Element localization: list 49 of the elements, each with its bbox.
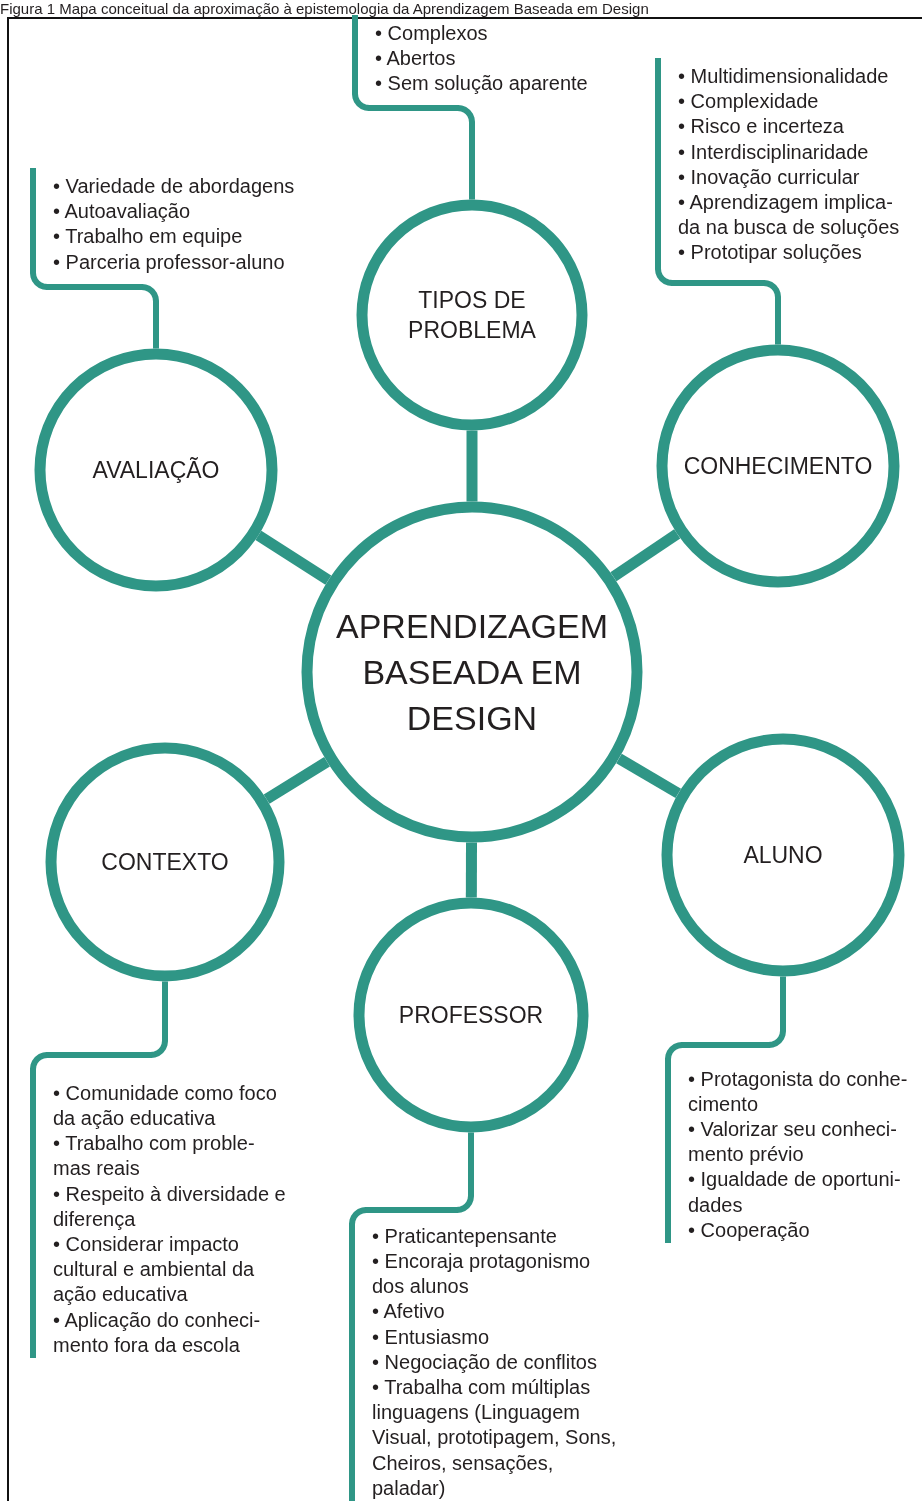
bullet-item: • Risco e incerteza: [678, 114, 844, 140]
bullet-item: • Trabalho com proble- mas reais: [53, 1131, 256, 1182]
bullet-item: • Aprendizagem implica- da na busca de soluções: [678, 190, 901, 241]
bullet-item: • Entusiasmo: [372, 1324, 490, 1350]
bullet-item: • Variedade de abordagens: [53, 174, 295, 199]
concept-label: PROFESSOR: [397, 1001, 545, 1030]
bullet-item: • Praticantepensante: [372, 1223, 557, 1249]
bullet-item: • Comunidade como foco da ação educativa: [53, 1080, 278, 1131]
bullet-item: • Igualdade de oportuni- dades: [688, 1167, 902, 1218]
bullet-item: • Prototipar soluções: [678, 240, 862, 266]
connector-line: [610, 529, 681, 582]
bullet-item: • Multidimensionalidade: [678, 64, 889, 89]
bullet-item: • Autoavaliação: [53, 199, 191, 225]
connector-line: [616, 753, 682, 799]
leader-line: [352, 15, 475, 200]
bullet-item: • Complexos: [375, 21, 488, 46]
concept-label: AVALIAÇÃO: [91, 456, 221, 485]
bullet-item: • Afetivo: [372, 1299, 445, 1325]
concept-label: ALUNO: [742, 841, 824, 870]
connector-line: [263, 757, 330, 804]
bullet-item: • Abertos: [375, 46, 456, 72]
bullet-item: • Cooperação: [688, 1217, 810, 1243]
bullet-item: • Valorizar seu conheci- mento prévio: [688, 1117, 898, 1168]
bullet-item: • Sem solução aparente: [375, 71, 588, 97]
bullet-item: • Inovação curricular: [678, 164, 860, 190]
leader-line: [30, 168, 159, 349]
bullet-item: • Interdisciplinaridade: [678, 139, 869, 165]
bullet-item: • Considerar impacto cultural e ambiental da ação educativa: [53, 1232, 256, 1308]
concept-label: TIPOS DE PROBLEMA: [407, 286, 537, 345]
bullet-item: • Trabalho em equipe: [53, 224, 243, 250]
figure-title: Figura 1 Mapa conceitual da aproximação à epistemologia da Aprendizagem Baseada em Design: [0, 0, 649, 17]
connector-line: [255, 530, 332, 585]
connector-line: [466, 430, 478, 502]
central-concept-label: APRENDIZAGEM BASEADA EM DESIGN: [334, 606, 609, 739]
bullet-item: • Respeito à diversidade e diferença: [53, 1181, 287, 1232]
leader-line: [30, 981, 168, 1358]
bullet-item: • Protagonista do conhe- cimento: [688, 1066, 909, 1117]
leader-line: [665, 976, 786, 1243]
bullet-item: • Aplicação do conheci- mento fora da escola: [53, 1307, 262, 1358]
bullet-item: • Complexidade: [678, 89, 819, 115]
bullet-item: • Parceria professor-aluno: [53, 249, 285, 275]
connector-line: [465, 842, 477, 898]
concept-label: CONHECIMENTO: [682, 452, 874, 481]
bullet-item: • Encoraja protagonismo dos alunos: [372, 1248, 592, 1300]
concept-label: CONTEXTO: [100, 848, 230, 877]
bullet-item: • Trabalha com múltiplas linguagens (Linguagem Visual, prototipagem, Sons, Cheiros, sensações, paladar): [372, 1375, 617, 1501]
bullet-item: • Negociação de conflitos: [372, 1349, 597, 1375]
leader-line: [349, 1132, 474, 1501]
leader-line: [655, 58, 781, 345]
